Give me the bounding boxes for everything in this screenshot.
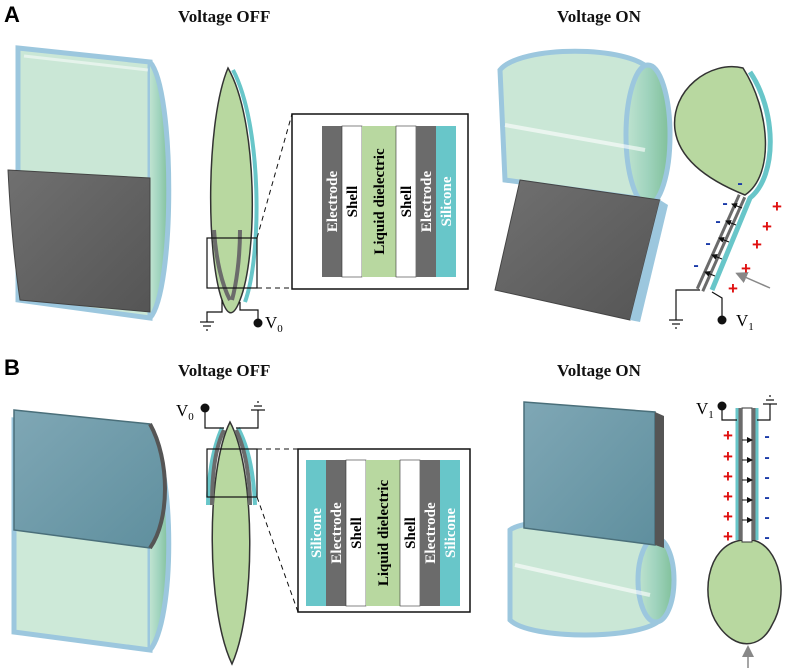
layer-label: Liquid dielectric <box>376 480 392 587</box>
panel-label-b: B <box>4 355 20 380</box>
layer-silicone-strip <box>306 460 326 606</box>
negative-charge: - <box>693 257 698 274</box>
negative-charge: - <box>764 509 769 526</box>
positive-charge: + <box>772 197 782 216</box>
layer-label: Electrode <box>325 170 341 232</box>
layer-liquid-dielectric-strip <box>366 460 400 606</box>
cross-section-on-b: +++++-----+- V1 <box>696 395 782 668</box>
positive-charge: + <box>752 235 762 254</box>
actuator-3d-off-b <box>11 409 172 653</box>
panel-b-off-title: Voltage OFF <box>178 361 270 380</box>
positive-charge: + <box>723 426 733 445</box>
negative-charge: - <box>764 489 769 506</box>
negative-charge: - <box>764 428 769 445</box>
layer-label: Electrode <box>423 502 439 564</box>
positive-charge: + <box>723 447 733 466</box>
layer-label: Liquid dielectric <box>372 148 388 255</box>
cross-section-off-b: V0 <box>176 401 299 666</box>
layer-label: Electrode <box>329 502 345 564</box>
layer-label: Shell <box>403 517 419 549</box>
positive-charge: + <box>723 467 733 486</box>
voltage-label-a-on: V1 <box>736 311 754 333</box>
panel-label-a: A <box>4 2 20 27</box>
negative-charge: - <box>764 469 769 486</box>
layer-electrode-strip <box>322 126 342 277</box>
layer-label: Electrode <box>419 170 435 232</box>
layer-label: Silicone <box>439 176 455 226</box>
negative-charge: - <box>764 529 769 546</box>
layer-silicone-strip <box>440 460 460 606</box>
layer-label: Silicone <box>309 508 325 558</box>
cross-section-on-a: +++++----- V1 <box>669 66 782 333</box>
negative-charge: - <box>705 235 710 252</box>
layer-electrode-strip <box>416 126 436 277</box>
layer-label: Shell <box>345 186 361 218</box>
positive-charge: + <box>723 507 733 526</box>
positive-charge: + <box>728 279 738 298</box>
layer-label: Shell <box>399 186 415 218</box>
negative-charge: - <box>737 175 742 192</box>
actuator-3d-on-b <box>507 401 677 638</box>
voltage-label-a-off: V0 <box>265 313 283 335</box>
layer-liquid-dielectric-strip <box>362 126 396 277</box>
panel-a-off-title: Voltage OFF <box>178 7 270 26</box>
layer-label: Shell <box>349 517 365 549</box>
panel-b-on-title: Voltage ON <box>557 361 642 380</box>
negative-charge: - <box>722 195 727 212</box>
positive-charge: + <box>741 259 751 278</box>
positive-charge: + <box>723 527 733 546</box>
layer-label: Silicone <box>443 508 459 558</box>
negative-charge: - <box>715 213 720 230</box>
voltage-label-b-on: V1 <box>696 399 714 421</box>
voltage-label-b-off: V0 <box>176 401 194 423</box>
layer-electrode-strip <box>326 460 346 606</box>
cross-section-off-a: V0 <box>200 66 293 335</box>
positive-charge: + <box>762 217 772 236</box>
layer-electrode-strip <box>420 460 440 606</box>
positive-charge: + <box>723 487 733 506</box>
negative-charge: - <box>764 449 769 466</box>
actuator-3d-on-a <box>494 48 673 322</box>
layer-silicone-strip <box>436 126 456 277</box>
panel-a-on-title: Voltage ON <box>557 7 642 26</box>
actuator-3d-off-a <box>7 45 172 321</box>
